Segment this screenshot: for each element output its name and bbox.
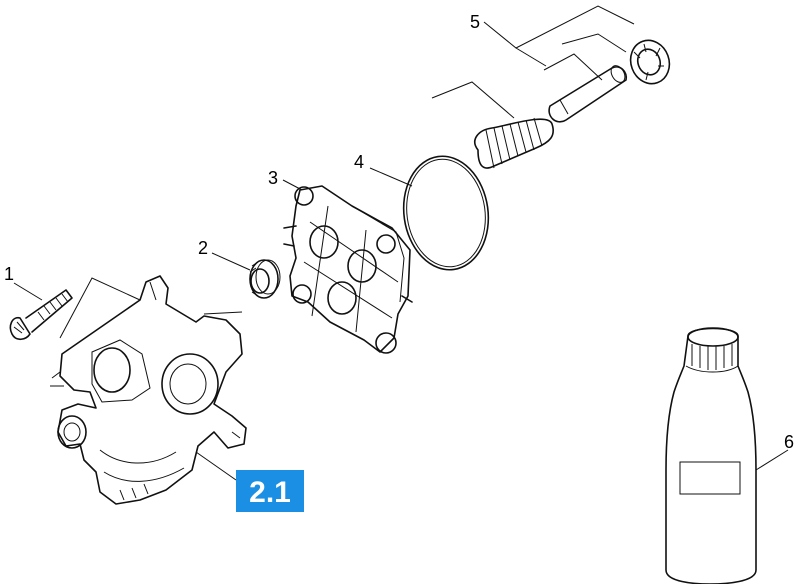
leader-2-1-right: [203, 311, 243, 315]
part-2-1-pump-housing: [50, 275, 247, 505]
leader-2: [211, 252, 251, 271]
part-1-screw: [9, 289, 73, 341]
part-6-oil-bottle: [665, 327, 757, 584]
part-3-valve-plate: [283, 185, 413, 354]
leader-6: [755, 449, 789, 471]
leader-2-1-badge: [195, 451, 237, 481]
leader-1: [13, 282, 43, 301]
part-2-seal: [249, 259, 281, 299]
part-5-valve-kit: [474, 39, 671, 169]
leader-2-1-top: [59, 277, 141, 339]
leader-5-ring: [561, 33, 627, 53]
leader-5-piston: [543, 53, 603, 81]
part-4-o-ring: [402, 155, 490, 271]
callout-6: 6: [784, 432, 794, 452]
callout-4: 4: [354, 152, 364, 172]
leader-5-main: [515, 47, 547, 67]
callout-3: 3: [268, 168, 278, 188]
section-badge-label: 2.1: [249, 476, 291, 509]
leader-5-bracket: [483, 5, 635, 49]
leader-3: [282, 179, 303, 191]
callout-5: 5: [470, 12, 480, 32]
section-badge: 2.1: [236, 470, 304, 512]
callout-2: 2: [198, 238, 208, 258]
leader-5-spring: [431, 81, 515, 119]
leader-4: [369, 167, 413, 187]
callout-1: 1: [4, 264, 14, 284]
